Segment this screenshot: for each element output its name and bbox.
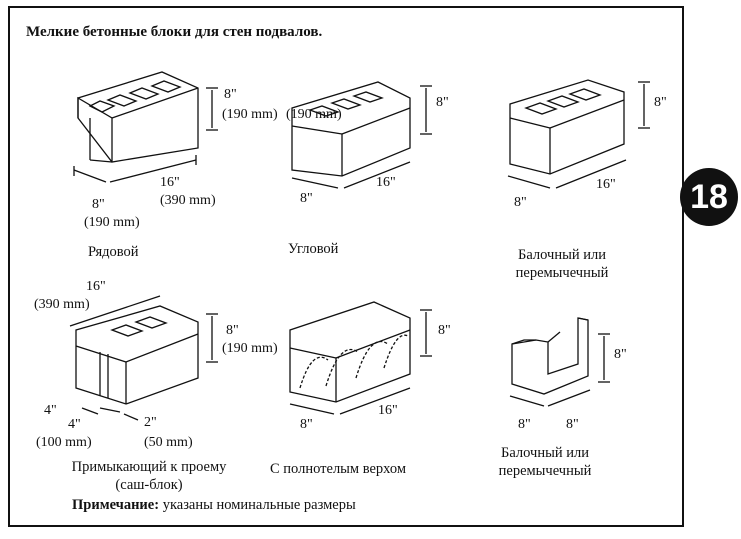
footnote: Примечание: указаны номинальные размеры [72, 497, 356, 514]
sash-caption: Примыкающий к проему (саш-блок) [52, 458, 246, 494]
sash-block-drawing [69, 295, 218, 421]
u-block-width2: 8" [566, 417, 579, 432]
bond-beam-block-drawing [507, 79, 650, 189]
stretcher-width-mm: (190 mm) [84, 215, 140, 230]
stretcher-height: 8" [224, 87, 237, 102]
bond-beam-caption-line1: Балочный или [518, 247, 606, 263]
solid-top-height: 8" [438, 323, 451, 338]
u-block-width1: 8" [518, 417, 531, 432]
page-number-badge: 18 [680, 168, 738, 226]
bond-beam-caption-line2: перемычечный [515, 265, 609, 281]
u-block-caption-line2: перемычечный [498, 463, 592, 479]
solid-top-length: 16" [378, 403, 398, 418]
corner-height: 8" [436, 95, 449, 110]
sash-height: 8" [226, 323, 239, 338]
corner-length: 16" [376, 175, 396, 190]
stretcher-length-mm: (390 mm) [160, 193, 216, 208]
corner-height-mm: (190 mm) [286, 107, 342, 122]
sash-height-mm: (190 mm) [222, 341, 278, 356]
page-title: Мелкие бетонные блоки для стен подвалов. [26, 24, 323, 40]
footnote-text: указаны номинальные размеры [159, 497, 356, 513]
sash-length: 16" [86, 279, 106, 294]
sash-slot2: 4" [68, 417, 81, 432]
corner-width: 8" [300, 191, 313, 206]
sash-caption-line1: Примыкающий к проему [71, 459, 227, 475]
bond-beam-length: 16" [596, 177, 616, 192]
stretcher-height-mm: (190 mm) [222, 107, 278, 122]
corner-block-drawing [291, 81, 432, 189]
sash-caption-line2: (саш-блок) [115, 477, 183, 493]
sash-slot3-mm: (50 mm) [144, 435, 193, 450]
u-block-drawing [509, 317, 610, 407]
stretcher-length: 16" [160, 175, 180, 190]
sash-slot1-mm: (100 mm) [36, 435, 92, 450]
u-block-caption-line1: Балочный или [501, 445, 589, 461]
sash-slot3: 2" [144, 415, 157, 430]
solid-top-width: 8" [300, 417, 313, 432]
page-frame [8, 6, 684, 527]
sash-slot1: 4" [44, 403, 57, 418]
corner-caption: Угловой [288, 241, 339, 257]
bond-beam-width: 8" [514, 195, 527, 210]
bond-beam-height: 8" [654, 95, 667, 110]
stretcher-width: 8" [92, 197, 105, 212]
solid-top-caption: С полнотелым верхом [270, 461, 407, 477]
stretcher-block-drawing [73, 71, 218, 183]
bond-beam-caption: Балочный или перемычечный [498, 246, 626, 282]
solid-top-block-drawing [289, 301, 432, 415]
sash-length-mm: (390 mm) [34, 297, 90, 312]
stretcher-caption: Рядовой [88, 244, 139, 260]
u-block-height: 8" [614, 347, 627, 362]
footnote-label: Примечание: [72, 497, 160, 513]
u-block-caption: Балочный или перемычечный [482, 444, 608, 480]
